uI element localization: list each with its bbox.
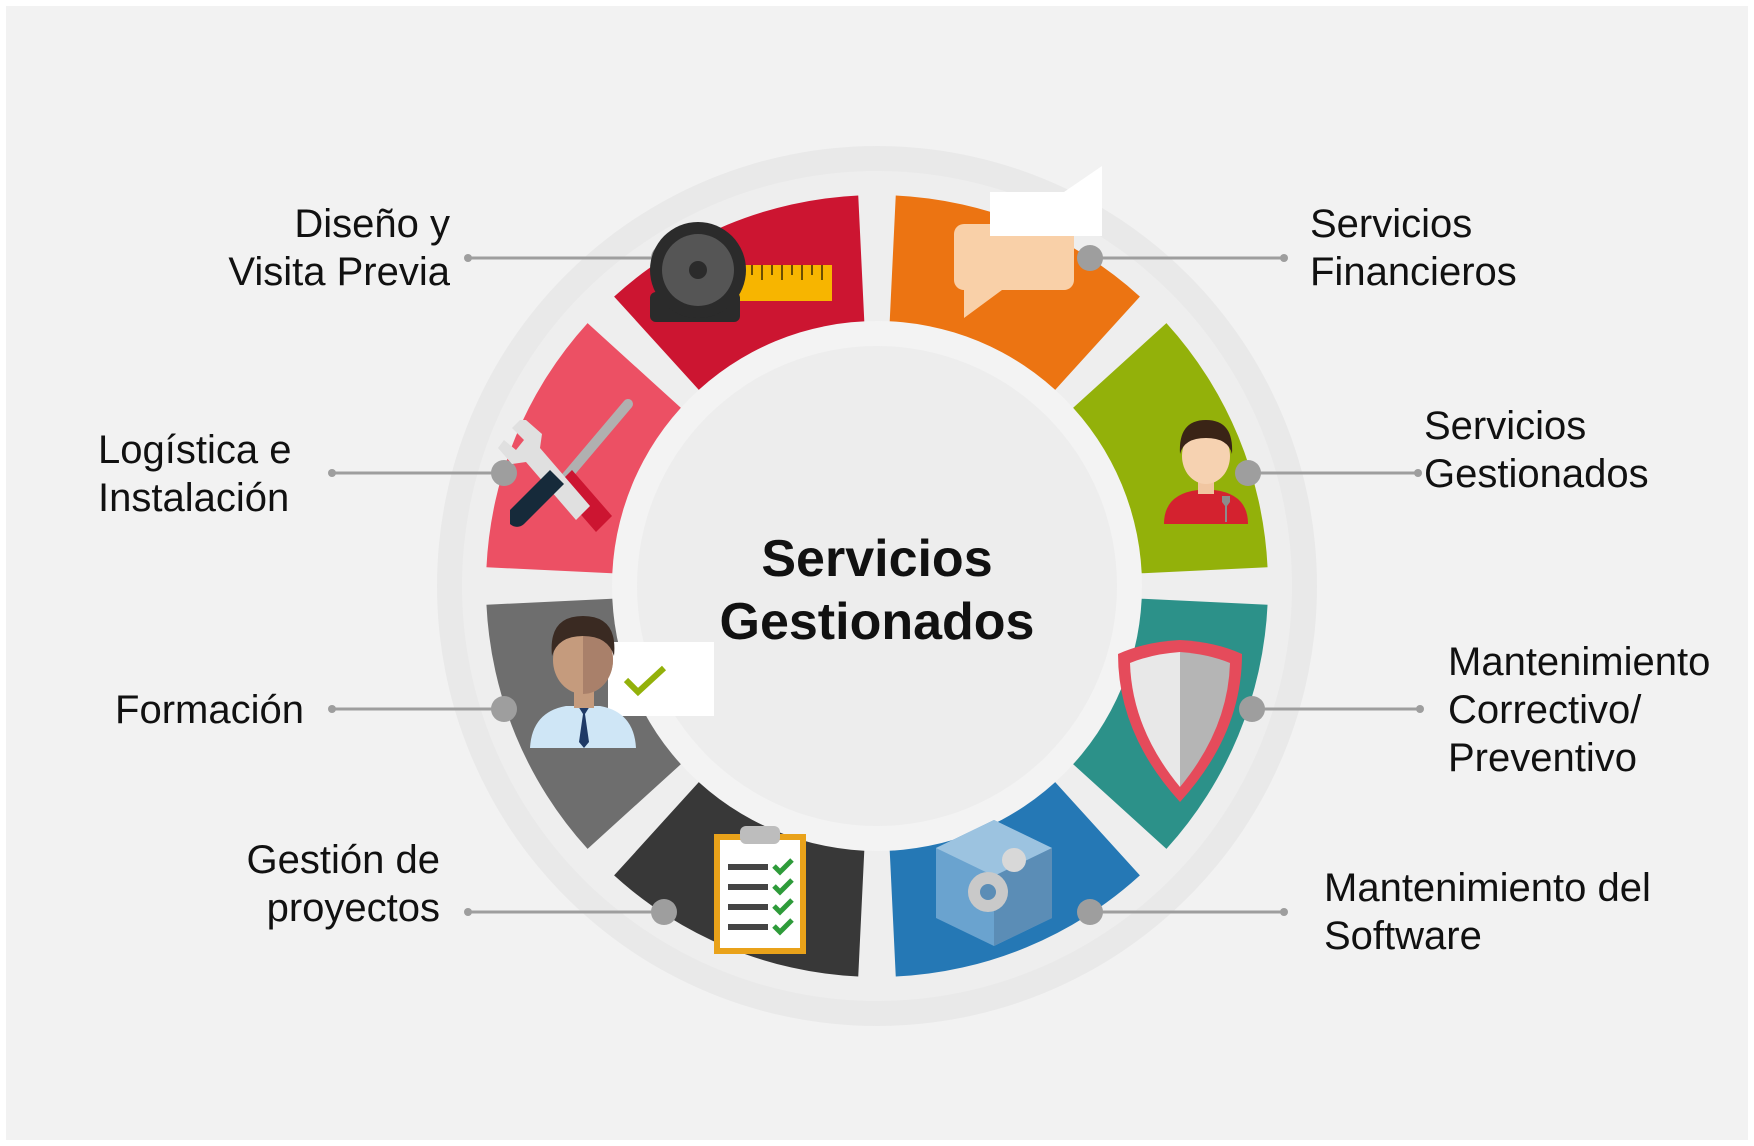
- label-line: proyectos: [266, 886, 440, 930]
- connector-end-dot: [1414, 469, 1422, 477]
- label-mantenimiento-software: Mantenimiento del Software: [1324, 864, 1724, 960]
- technician-icon: [1164, 420, 1248, 524]
- inner-disc: [637, 346, 1117, 826]
- connector-end-dot: [328, 469, 336, 477]
- trainer-icon: [530, 616, 714, 748]
- label-line: Servicios: [1310, 202, 1473, 246]
- connector-dot: [491, 460, 517, 486]
- center-title-line: Servicios: [761, 530, 993, 588]
- connector-end-dot: [328, 705, 336, 713]
- connector-dot: [491, 696, 517, 722]
- connector-end-dot: [1280, 254, 1288, 262]
- gears-cube-icon: [936, 820, 1052, 946]
- label-formacion: Formación: [4, 686, 304, 734]
- segment-financieros: [889, 195, 1140, 392]
- connector-end-dot: [464, 908, 472, 916]
- label-diseno-visita-previa: Diseño y Visita Previa: [150, 200, 450, 296]
- center-title: Servicios Gestionados: [577, 528, 1177, 654]
- connector-dot: [651, 899, 677, 925]
- label-gestion-proyectos: Gestión de proyectos: [140, 836, 440, 932]
- label-line: Preventivo: [1448, 736, 1637, 780]
- label-line: Gestión de: [246, 838, 440, 882]
- label-line: Formación: [115, 688, 304, 732]
- label-line: Software: [1324, 914, 1482, 958]
- label-line: Mantenimiento del: [1324, 866, 1651, 910]
- connector-end-dot: [1416, 705, 1424, 713]
- label-line: Instalación: [98, 476, 290, 520]
- tape-measure-icon: [650, 222, 832, 322]
- center-title-line: Gestionados: [719, 593, 1035, 651]
- connector-end-dot: [464, 254, 472, 262]
- label-line: Gestionados: [1424, 452, 1649, 496]
- connector-dot: [1235, 460, 1261, 486]
- label-line: Servicios: [1424, 404, 1587, 448]
- connector-dot: [1239, 696, 1265, 722]
- speech-bubbles-icon: [954, 166, 1102, 318]
- shield-icon: [1118, 640, 1242, 802]
- connector-dot: [1077, 899, 1103, 925]
- tools-icon: [498, 399, 633, 532]
- label-servicios-gestionados: Servicios Gestionados: [1424, 402, 1724, 498]
- label-servicios-financieros: Servicios Financieros: [1310, 200, 1610, 296]
- label-line: Financieros: [1310, 250, 1517, 294]
- label-line: Visita Previa: [228, 250, 450, 294]
- checklist-clipboard-icon: [714, 826, 806, 954]
- label-line: Correctivo/: [1448, 688, 1642, 732]
- label-line: Diseño y: [294, 202, 450, 246]
- connector-dot: [1077, 245, 1103, 271]
- connector-lines: [328, 245, 1424, 925]
- label-mantenimiento-correctivo-preventivo: Mantenimiento Correctivo/ Preventivo: [1448, 638, 1748, 782]
- label-line: Logística e: [98, 428, 292, 472]
- label-logistica-instalacion: Logística e Instalación: [98, 426, 398, 522]
- label-line: Mantenimiento: [1448, 640, 1711, 684]
- connector-end-dot: [1280, 908, 1288, 916]
